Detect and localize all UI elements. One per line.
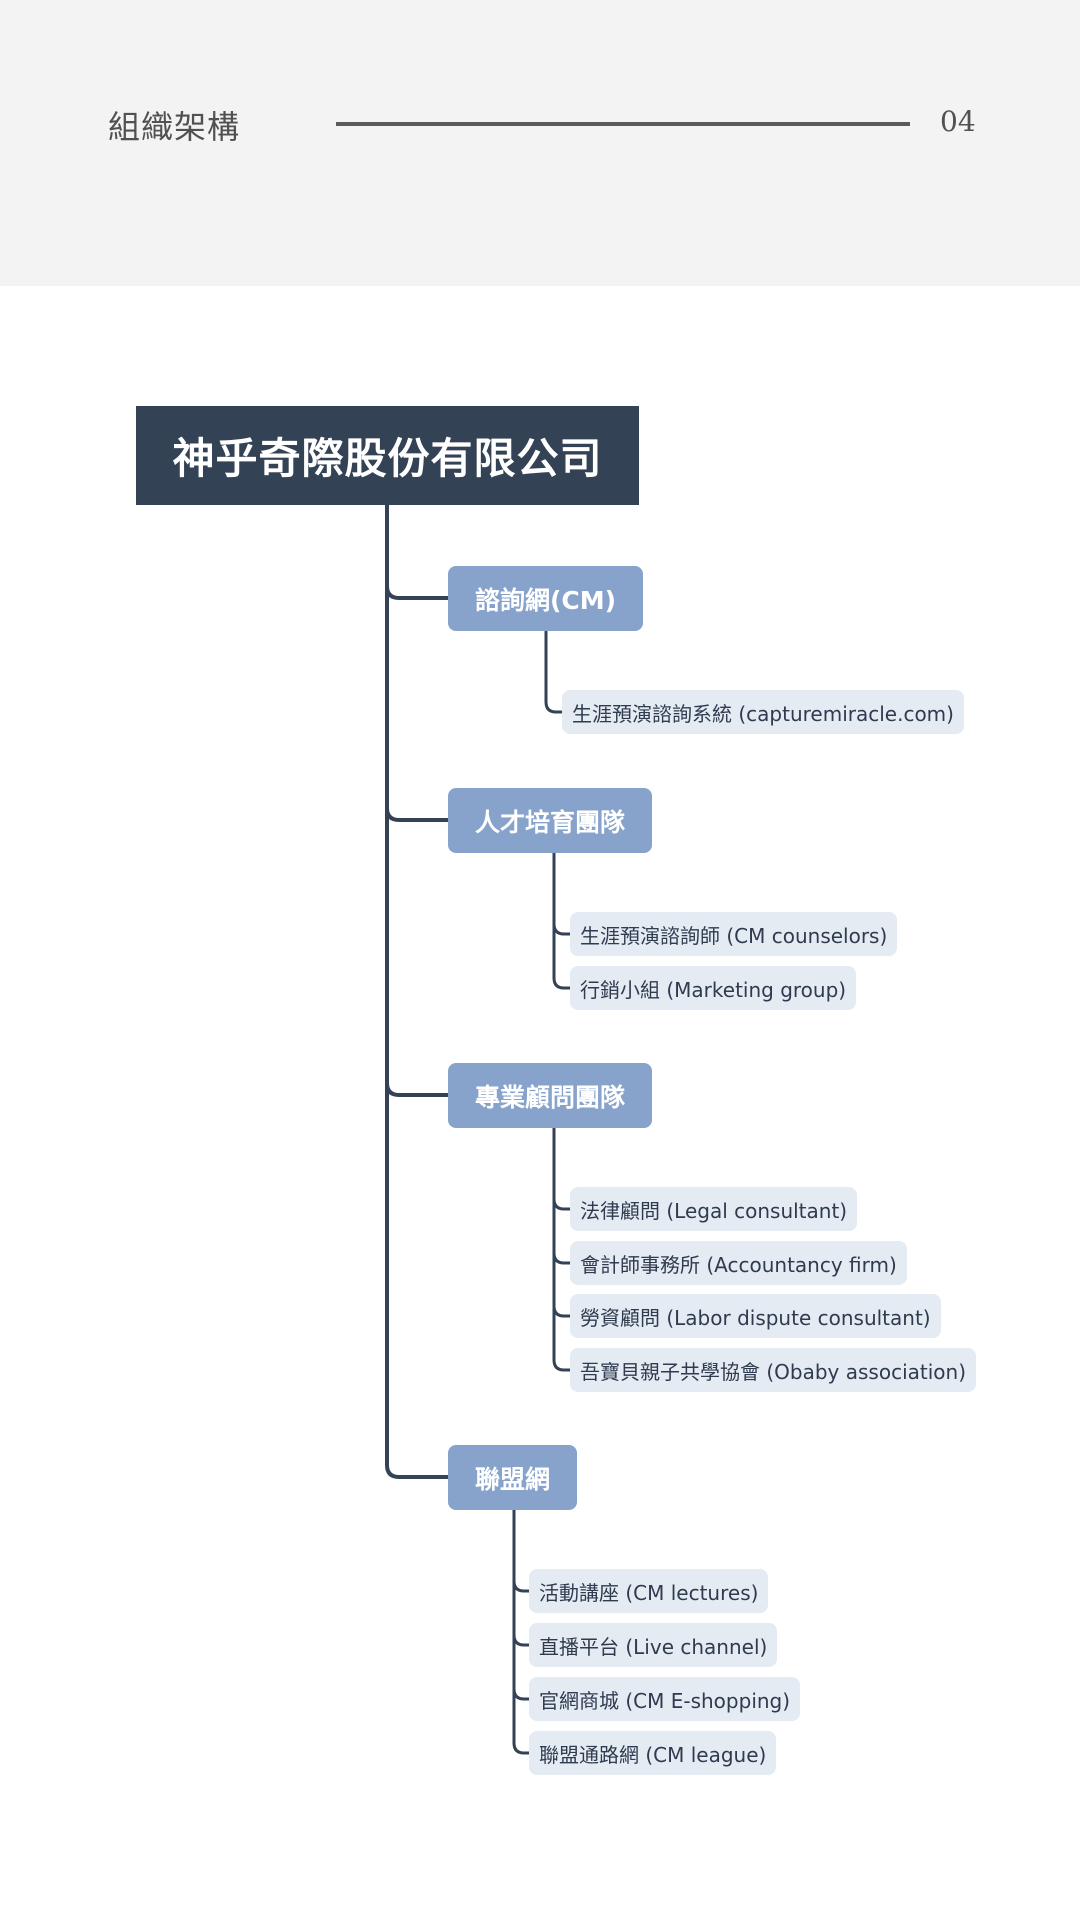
branch-node-professional-advisory-team: 專業顧問團隊 <box>448 1063 653 1128</box>
branch-3-connector <box>552 1304 572 1318</box>
branch-4-connector <box>512 1633 531 1647</box>
page-number: 04 <box>940 105 976 138</box>
branch-3-connector <box>552 1197 572 1211</box>
branch-2-connector <box>552 922 572 936</box>
main-branch-connector <box>385 1081 450 1097</box>
main-branch-connector <box>385 584 450 600</box>
leaf-node-cm-lectures: 活動講座 (CM lectures) <box>529 1569 769 1613</box>
leaf-node-accountancy-firm: 會計師事務所 (Accountancy firm) <box>570 1241 907 1285</box>
leaf-node-cm-e-shopping: 官網商城 (CM E-shopping) <box>529 1677 801 1721</box>
branch-4-connector <box>512 1687 531 1701</box>
branch-2-connector <box>552 851 572 990</box>
branch-3-connector <box>552 1126 572 1372</box>
leaf-node-obaby-association: 吾寶貝親子共學協會 (Obaby association) <box>570 1348 976 1392</box>
branch-4-connector <box>512 1508 531 1755</box>
branch-node-talent-development-team: 人才培育團隊 <box>448 788 653 853</box>
section-title: 組織架構 <box>108 108 241 146</box>
leaf-node-legal-consultant: 法律顧問 (Legal consultant) <box>570 1187 858 1231</box>
branch-3-connector <box>552 1251 572 1265</box>
leaf-node-marketing-group: 行銷小組 (Marketing group) <box>570 966 857 1010</box>
leaf-node-career-preview-system: 生涯預演諮詢系統 (capturemiracle.com) <box>562 690 964 734</box>
branch-1-connector <box>544 629 564 714</box>
leaf-node-live-channel: 直播平台 (Live channel) <box>529 1623 778 1667</box>
leaf-node-labor-dispute-consultant: 勞資顧問 (Labor dispute consultant) <box>570 1294 941 1338</box>
branch-node-alliance-network: 聯盟網 <box>448 1445 578 1510</box>
leaf-node-cm-counselors: 生涯預演諮詢師 (CM counselors) <box>570 912 898 956</box>
main-branch-connector <box>385 806 450 822</box>
title-divider-line <box>336 122 910 126</box>
main-trunk-connector <box>385 503 450 1479</box>
leaf-node-cm-league: 聯盟通路網 (CM league) <box>529 1731 777 1775</box>
header-band: 組織架構 04 <box>0 0 1080 286</box>
branch-node-consulting-network: 諮詢網(CM) <box>448 566 644 631</box>
org-root-node: 神乎奇際股份有限公司 <box>136 406 639 505</box>
branch-4-connector <box>512 1579 531 1593</box>
